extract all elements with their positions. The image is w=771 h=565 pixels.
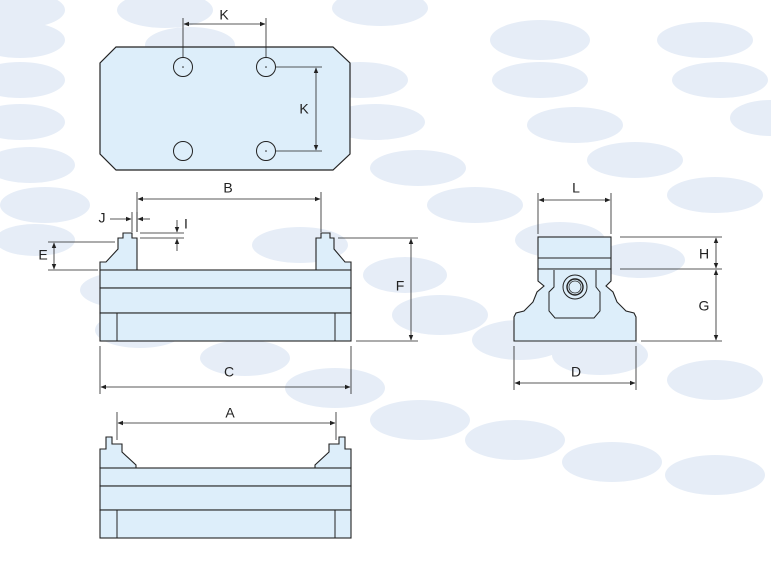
front-view-open: A (99, 405, 352, 539)
dim-label-h: H (699, 246, 709, 262)
bolt-hole-bottom-left (173, 141, 193, 161)
side-view: L H G D (513, 180, 722, 390)
dim-label-e: E (38, 247, 47, 263)
dim-label-a: A (225, 405, 235, 421)
top-plan-view: K K (99, 7, 351, 171)
front-view: B J I E F C (38, 180, 418, 394)
dim-label-c: C (224, 364, 234, 380)
dim-label-f: F (396, 278, 405, 294)
dim-label-j: J (99, 210, 106, 226)
dim-label-i: I (184, 216, 188, 232)
dim-label-k-horizontal: K (219, 7, 229, 23)
dim-label-k-vertical: K (299, 101, 309, 117)
dim-label-b: B (223, 180, 232, 196)
dim-label-d: D (571, 364, 581, 380)
dim-label-l: L (572, 180, 580, 196)
dim-label-g: G (699, 298, 710, 314)
